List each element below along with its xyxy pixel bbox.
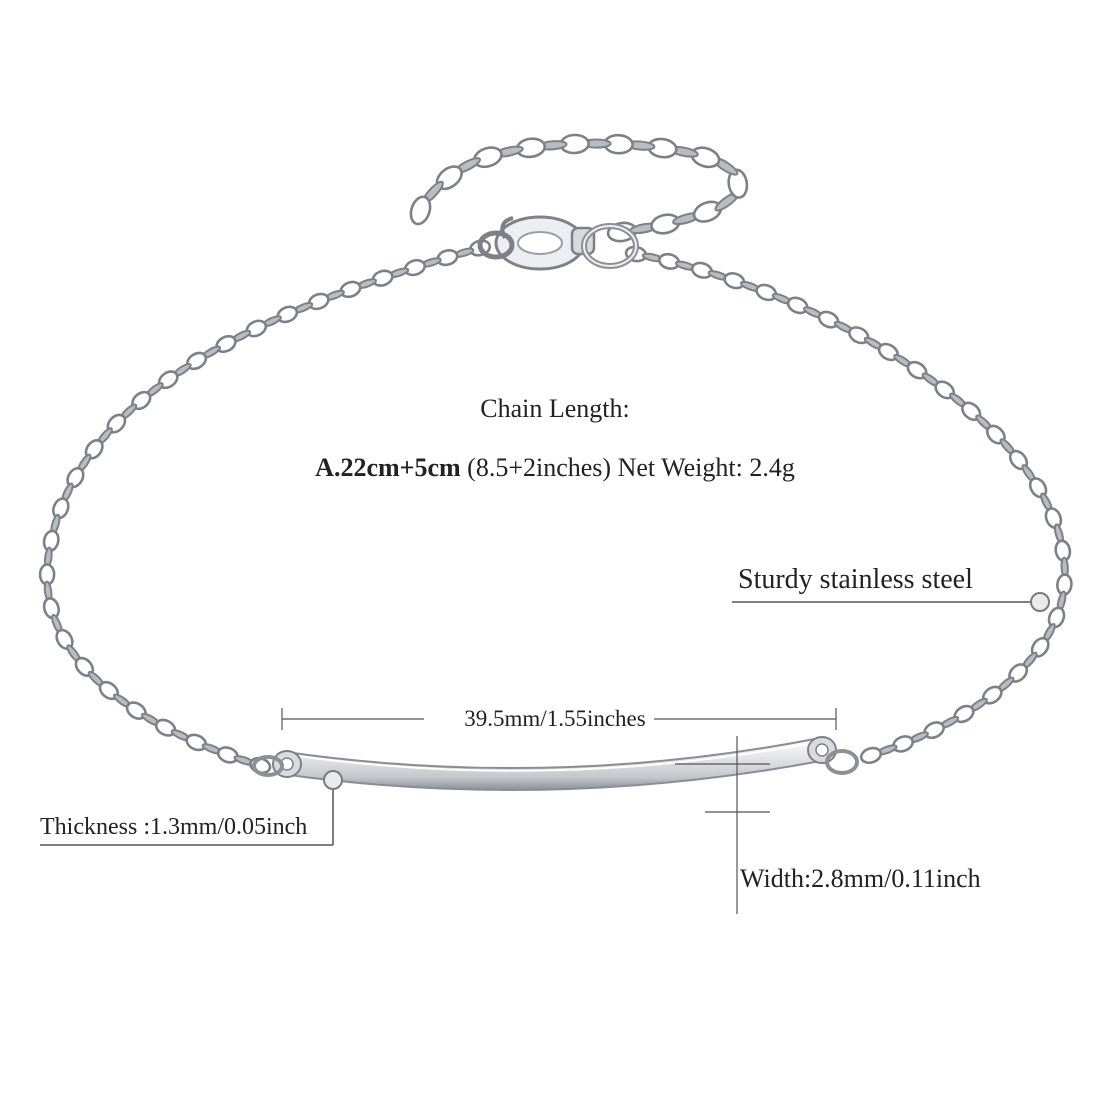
size-cm: A.22cm+5cm <box>315 453 461 482</box>
chain-link <box>216 746 239 764</box>
material-callout-label: Sturdy stainless steel <box>738 564 973 595</box>
id-bar <box>252 736 859 792</box>
main-chain <box>38 239 1073 775</box>
bar-length-label: 39.5mm/1.55inches <box>464 706 646 731</box>
chain-link <box>339 280 362 299</box>
size-inches: (8.5+2inches) <box>460 453 618 482</box>
chain-length-heading: Chain Length: <box>480 394 630 423</box>
thickness-label: Thickness :1.3mm/0.05inch <box>40 814 308 840</box>
width-label: Width:2.8mm/0.11inch <box>740 864 981 893</box>
thickness-callout-dot <box>323 770 343 790</box>
chain-link <box>859 746 883 765</box>
steel-callout-dot <box>1030 592 1050 612</box>
chain-link <box>409 195 432 226</box>
size-weight-spec: A.22cm+5cm (8.5+2inches) Net Weight: 2.4… <box>0 455 1110 481</box>
lobster-clasp <box>477 215 639 271</box>
net-weight: Net Weight: 2.4g <box>617 453 795 482</box>
dimension-lines <box>40 601 1034 914</box>
extender-chain <box>409 133 749 243</box>
chain-link <box>723 272 746 290</box>
